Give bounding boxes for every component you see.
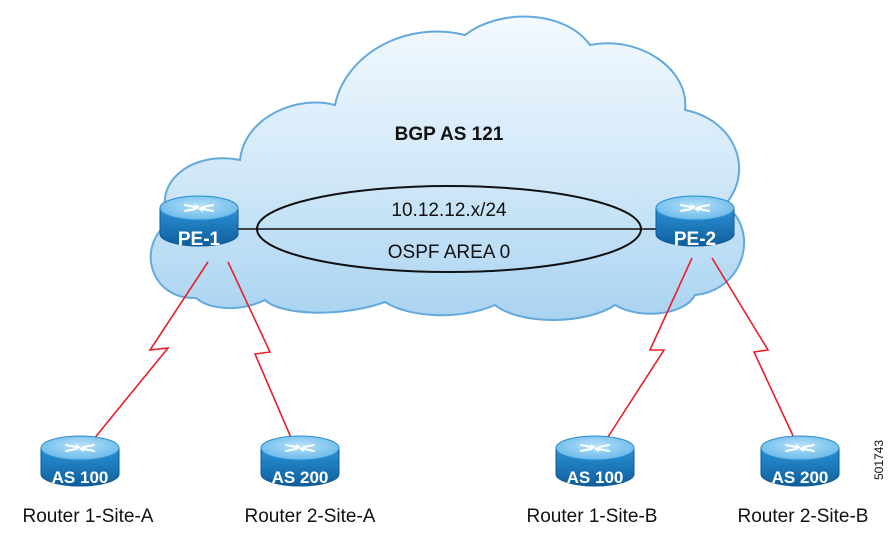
router-2-site-a[interactable]: AS 200 bbox=[260, 435, 340, 487]
router-badge-pe-2: PE-2 bbox=[674, 229, 716, 250]
subnet-label: 10.12.12.x/24 bbox=[391, 200, 507, 221]
link-pe2-r1b bbox=[605, 257, 693, 441]
cloud-label: BGP AS 121 bbox=[395, 124, 504, 145]
serial-links bbox=[92, 257, 796, 441]
link-pe1-r2a bbox=[227, 261, 293, 441]
router-badge-pe-1: PE-1 bbox=[178, 229, 221, 250]
ospf-area-label: OSPF AREA 0 bbox=[388, 242, 511, 263]
router-badge-r2a: AS 200 bbox=[272, 468, 329, 487]
router-badge-r2b: AS 200 bbox=[772, 468, 829, 487]
caption-r1a: Router 1-Site-A bbox=[23, 506, 154, 527]
router-1-site-b[interactable]: AS 100 bbox=[555, 435, 635, 487]
caption-r1b: Router 1-Site-B bbox=[527, 506, 658, 527]
router-badge-r1b: AS 100 bbox=[567, 468, 624, 487]
router-pe-1[interactable]: PE-1 bbox=[159, 195, 239, 250]
figure-id: 501743 bbox=[872, 440, 886, 480]
link-pe2-r2b bbox=[711, 257, 796, 441]
caption-r2b: Router 2-Site-B bbox=[738, 506, 869, 527]
caption-r2a: Router 2-Site-A bbox=[245, 506, 376, 527]
router-badge-r1a: AS 100 bbox=[52, 468, 109, 487]
bgp-cloud bbox=[149, 15, 746, 321]
router-2-site-b[interactable]: AS 200 bbox=[760, 435, 840, 487]
ospf-backbone-ring bbox=[238, 185, 662, 273]
link-pe1-r1a bbox=[92, 261, 209, 441]
router-pe-2[interactable]: PE-2 bbox=[655, 195, 735, 250]
router-1-site-a[interactable]: AS 100 bbox=[40, 435, 120, 487]
